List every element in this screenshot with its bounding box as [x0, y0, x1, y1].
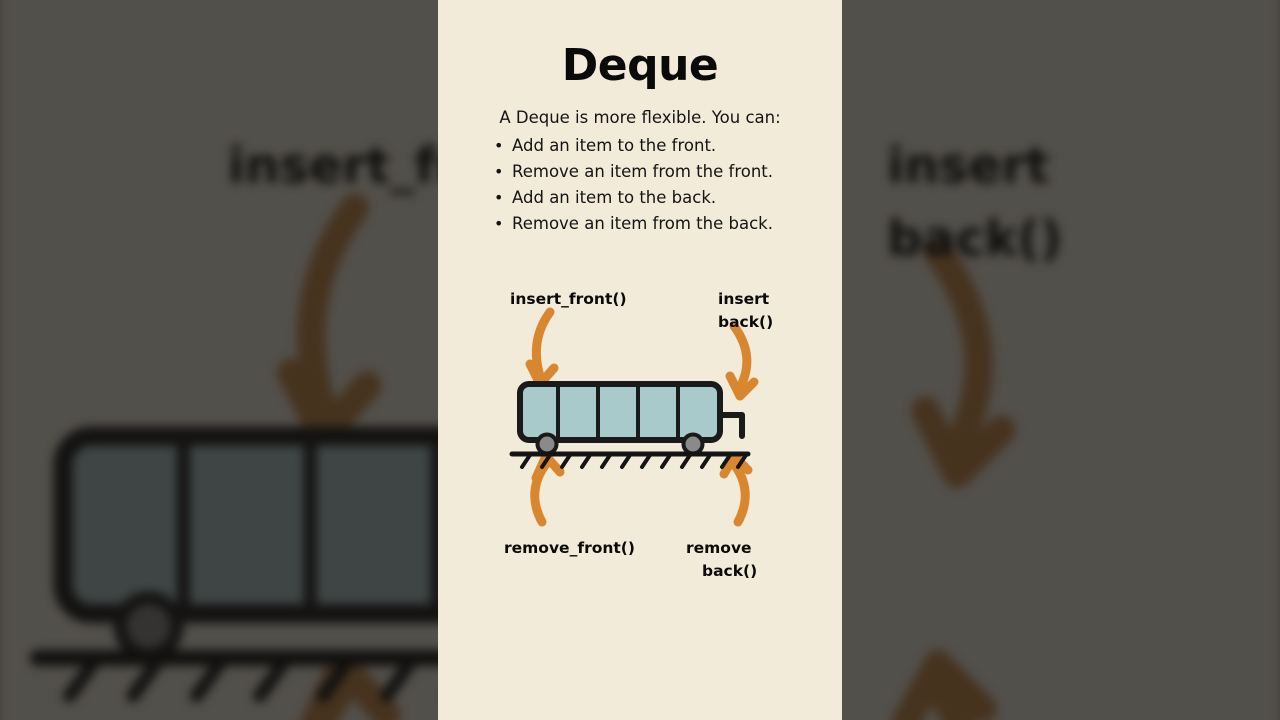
intro-text: A Deque is more flexible. You can:: [499, 108, 781, 127]
label-remove-back-line1: remove: [686, 539, 752, 557]
list-item: Add an item to the front.: [490, 133, 830, 159]
bg-label-insert-back-line2: back(): [887, 211, 1063, 269]
slide-panel: Deque A Deque is more flexible. You can:…: [438, 0, 842, 720]
bg-label-insert-back-line1: insert: [887, 138, 1050, 196]
rail-track: [509, 451, 751, 469]
deque-train-car-diagram: insert_front() insert back() remove_fron…: [438, 272, 842, 602]
bg-label-insert-back: insert back(): [887, 132, 1062, 278]
label-remove-back-line2: back(): [702, 562, 758, 580]
label-insert-front: insert_front(): [510, 290, 627, 308]
list-item: Remove an item from the front.: [490, 159, 830, 185]
car-compartment-dividers: [556, 387, 680, 437]
list-item: Add an item to the back.: [490, 185, 830, 211]
list-item: Remove an item from the back.: [490, 211, 830, 237]
arrow-remove-back-icon: [719, 451, 753, 527]
label-insert-back-line2: back(): [718, 313, 774, 331]
train-car-icon: [517, 381, 745, 456]
coupler-hook-icon: [717, 412, 745, 439]
label-remove-front: remove_front(): [504, 539, 635, 557]
page-title: Deque: [561, 40, 719, 91]
arrow-insert-back-icon: [725, 321, 759, 401]
wheel-front: [535, 432, 559, 456]
bullet-list: Add an item to the front. Remove an item…: [490, 133, 830, 237]
slide-content: Deque A Deque is more flexible. You can:…: [438, 0, 842, 720]
car-body: [517, 381, 723, 443]
arrow-insert-front-icon: [525, 307, 559, 389]
arrow-remove-front-icon: [530, 451, 565, 527]
label-insert-back-line1: insert: [718, 290, 770, 308]
wheel-back: [681, 432, 705, 456]
diagram-graphics: [509, 307, 759, 527]
rail-ties: [520, 453, 748, 469]
label-insert-back: insert back(): [718, 288, 773, 334]
label-remove-back: remove back(): [686, 537, 757, 583]
